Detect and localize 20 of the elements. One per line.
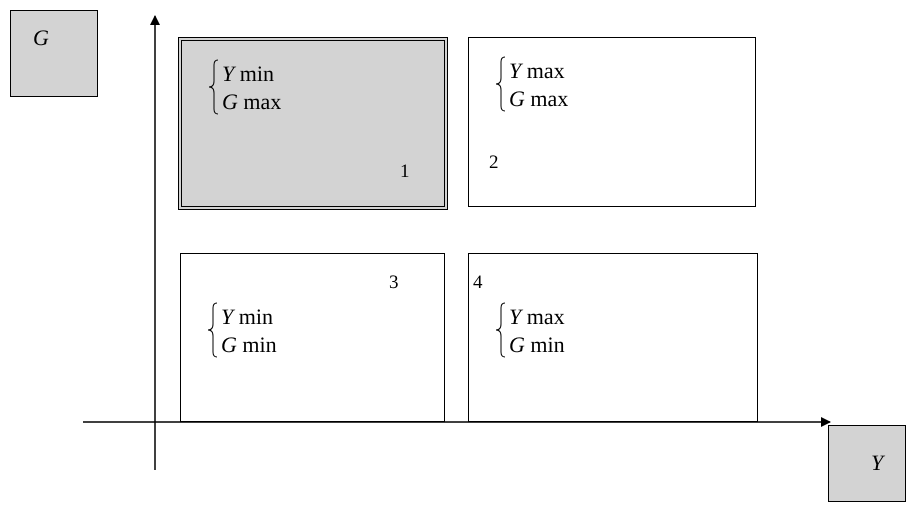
condition-text: G max: [222, 89, 282, 115]
quadrant-box: [180, 253, 445, 422]
axis-variable: G: [33, 25, 49, 51]
quadrant-number: 2: [489, 151, 498, 175]
condition-text: Y max: [509, 304, 565, 330]
axis-label-box: [10, 10, 98, 97]
quadrant-box: [468, 37, 756, 207]
quadrant-number: 3: [389, 271, 398, 295]
quadrant-box: [468, 253, 758, 422]
quadrant-number: 4: [473, 271, 482, 295]
quadrant-box: [178, 37, 448, 210]
quadrant-number: 1: [400, 160, 410, 184]
condition-text: G max: [509, 86, 568, 112]
axis-label-box: [828, 425, 906, 502]
condition-text: Y max: [509, 58, 565, 84]
condition-text: Y min: [222, 61, 274, 87]
condition-text: G min: [221, 332, 277, 358]
axis-variable: Y: [871, 450, 884, 476]
condition-text: G min: [509, 332, 565, 358]
condition-text: Y min: [221, 304, 273, 330]
